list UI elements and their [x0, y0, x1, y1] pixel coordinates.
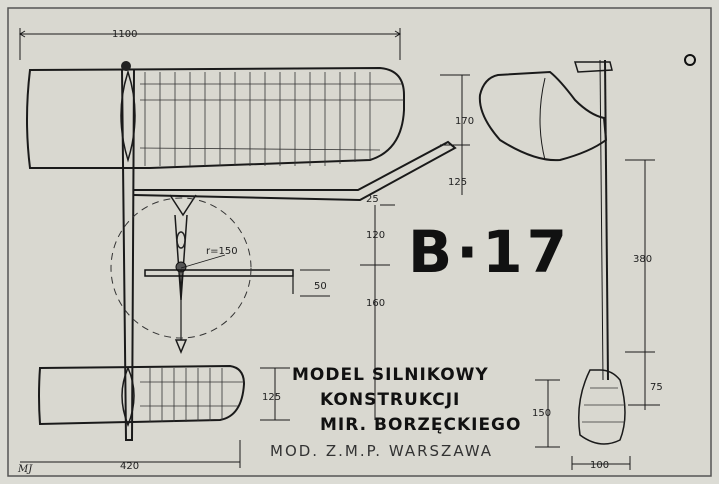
caption-line-1: MODEL SILNIKOWY — [292, 365, 489, 385]
dim-150: 150 — [532, 408, 551, 419]
dim-125-top: 125 — [448, 177, 467, 188]
author-signature: MJ — [17, 464, 33, 475]
caption-line-3: MIR. BORZĘCKIEGO — [320, 415, 521, 435]
fin-drawing — [478, 54, 696, 470]
dimension-lines-middle — [260, 74, 470, 421]
dim-120: 120 — [366, 230, 385, 241]
dim-160: 160 — [366, 298, 385, 309]
dim-50: 50 — [314, 281, 327, 292]
main-wing-drawing — [19, 28, 405, 169]
stabilizer-drawing — [20, 364, 246, 468]
dim-wing-span: 1100 — [112, 29, 137, 40]
dim-fin-height: 380 — [633, 254, 652, 265]
dim-wing-chord: 170 — [455, 116, 474, 127]
dim-prop-radius: r=150 — [206, 246, 238, 257]
dim-100: 100 — [590, 460, 609, 471]
dim-75: 75 — [650, 382, 663, 393]
dim-125-bottom: 125 — [262, 392, 281, 403]
model-code-title: B·17 — [408, 218, 571, 286]
caption-line-4: MOD. Z.M.P. WARSZAWA — [270, 442, 493, 460]
dim-25: 25 — [366, 194, 379, 205]
dim-stab-span: 420 — [120, 461, 139, 472]
caption-line-2: KONSTRUKCJI — [320, 390, 460, 410]
